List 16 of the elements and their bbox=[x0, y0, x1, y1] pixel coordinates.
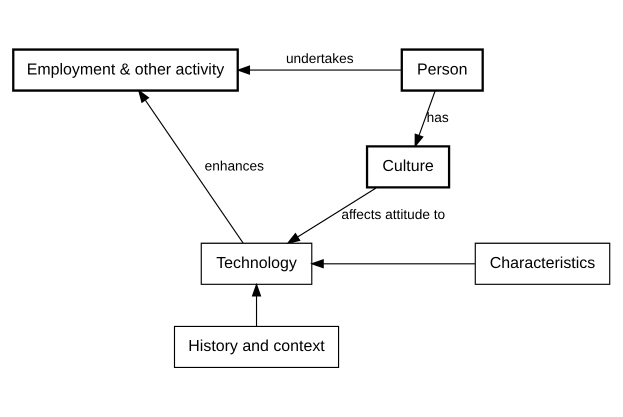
node-box: Technology bbox=[200, 242, 312, 285]
node-box: History and context bbox=[174, 326, 340, 368]
node-box: Culture bbox=[366, 145, 450, 189]
arrow bbox=[138, 89, 244, 244]
edge-label: has bbox=[426, 110, 449, 126]
edge-label: enhances bbox=[204, 158, 264, 174]
edge-label: undertakes bbox=[286, 50, 354, 66]
node-box: Employment & other activity bbox=[12, 48, 239, 92]
edge-label: affects attitude to bbox=[341, 206, 446, 222]
arrow bbox=[236, 65, 402, 75]
arrow bbox=[252, 282, 262, 326]
arrow bbox=[286, 187, 377, 244]
node-box: Person bbox=[400, 48, 484, 92]
node-box: Characteristics bbox=[474, 242, 610, 285]
arrow bbox=[310, 258, 475, 269]
arrow bbox=[414, 90, 436, 148]
